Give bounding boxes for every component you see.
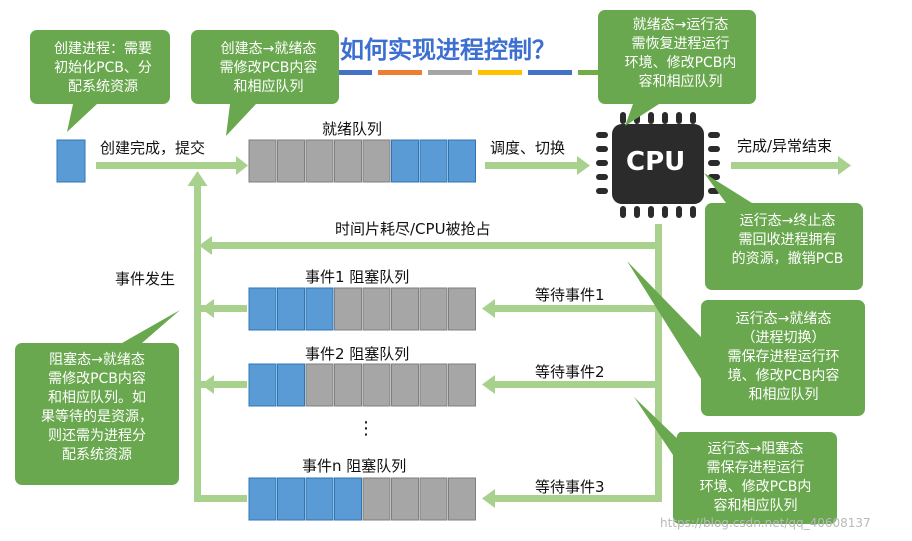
finish-arrow-head [838, 156, 851, 175]
ellipsis-label: ⋮ [357, 418, 375, 439]
pcb-cell-gray [362, 287, 391, 331]
pcb-cell-gray [419, 363, 448, 407]
pcb-cell-blue [391, 139, 419, 183]
pcb-cell-blue [448, 139, 476, 183]
timeout-label: 时间片耗尽/CPU被抢占 [335, 220, 491, 238]
pcb-cell-blue [277, 363, 305, 407]
pcb-cell-gray [448, 477, 476, 521]
create-arrow-head [236, 156, 248, 175]
pcb-cell-blue [305, 287, 334, 331]
wait1-arrow-shaft [495, 305, 662, 312]
pcb-cell-gray [391, 287, 419, 331]
pcb-cell-blue [248, 477, 277, 521]
cpu-label: CPU [626, 147, 686, 177]
pcb-cell-gray [334, 363, 362, 407]
pcb-cell-gray [419, 477, 448, 521]
block1-exit-line [201, 305, 247, 312]
callouts [15, 10, 865, 524]
callout-running-to-terminated [704, 173, 863, 290]
pcb-cell-gray [391, 363, 419, 407]
pcb-cell-gray [305, 139, 334, 183]
block-queue-2-label: 事件2 阻塞队列 [305, 345, 410, 363]
pcb-cell-gray [334, 287, 362, 331]
pcb-cell-gray [334, 139, 362, 183]
pcb-cell-gray [448, 287, 476, 331]
stripe-segment [328, 70, 372, 75]
dispatch-label: 调度、切换 [490, 139, 566, 157]
dispatch-arrow-head [577, 156, 590, 175]
callout-running-to-blocked [634, 397, 837, 524]
cpu-body [612, 124, 704, 204]
create-done-label: 创建完成，提交 [100, 139, 206, 157]
wait2-arrow-head [482, 375, 495, 394]
pcb-cell-blue [334, 477, 362, 521]
event-up-arrow-head [187, 171, 208, 186]
block-queue-n [248, 477, 476, 521]
blockn-exit-line [201, 495, 247, 502]
callout-running-to-ready [627, 261, 865, 416]
callout-create [30, 30, 170, 132]
wait-3-label: 等待事件3 [535, 478, 605, 496]
wait-1-label: 等待事件1 [535, 286, 605, 304]
pcb-cell-blue [277, 287, 305, 331]
finish-label: 完成/异常结束 [737, 137, 833, 155]
wait3-arrow-shaft [495, 495, 662, 502]
pcb-cell-blue [305, 477, 334, 521]
cpu-down-line [655, 224, 662, 502]
pcb-cell-gray [391, 477, 419, 521]
stripe-segment [478, 70, 522, 75]
block2-exit-line [201, 381, 247, 388]
stripe-segment [428, 70, 472, 75]
watermark: https://blog.csdn.net/qq_40608137 [660, 516, 871, 530]
block-queue-n-label: 事件n 阻塞队列 [302, 457, 407, 475]
wait2-arrow-shaft [495, 381, 662, 388]
block-queue-1 [248, 287, 476, 331]
pcb-cell-gray [248, 139, 277, 183]
pcb-cell-blue [248, 287, 277, 331]
pcb-cell-gray [362, 477, 391, 521]
callout-ready-to-running [598, 10, 756, 126]
title-stripe [328, 70, 622, 75]
pcb-cell-blue [419, 139, 448, 183]
new-process-block [56, 139, 86, 183]
create-arrow-shaft [96, 162, 236, 169]
pcb-cell-gray [277, 139, 305, 183]
wait3-arrow-head [482, 489, 495, 508]
block2-exit-head [201, 375, 214, 394]
pcb-cell-blue [277, 477, 305, 521]
block-queue-1-label: 事件1 阻塞队列 [305, 268, 410, 286]
pcb-cell-gray [305, 363, 334, 407]
wait1-arrow-head [482, 299, 495, 318]
pcb-cell-blue [248, 363, 277, 407]
pcb-cell-gray [419, 287, 448, 331]
block1-exit-head [201, 299, 214, 318]
block-queue-2 [248, 363, 476, 407]
event-occurs-label: 事件发生 [115, 270, 176, 288]
timeout-arrow-shaft [212, 242, 662, 249]
stripe-segment [528, 70, 572, 75]
wait-2-label: 等待事件2 [535, 363, 605, 381]
pcb-cell-gray [362, 363, 391, 407]
finish-arrow-shaft [731, 162, 838, 169]
arrows [96, 156, 851, 508]
timeout-arrow-head [199, 236, 212, 255]
page-title: 如何实现进程控制？ [340, 36, 556, 64]
ready-queue [248, 139, 476, 183]
event-up-line [194, 182, 201, 502]
callout-blocked-to-ready [15, 310, 180, 485]
stripe-segment [378, 70, 422, 75]
callout-create-to-ready [191, 30, 339, 136]
ready-queue-label: 就绪队列 [322, 120, 383, 138]
pcb-cell-gray [448, 363, 476, 407]
pcb-cell-gray [362, 139, 391, 183]
dispatch-arrow-shaft [485, 162, 577, 169]
